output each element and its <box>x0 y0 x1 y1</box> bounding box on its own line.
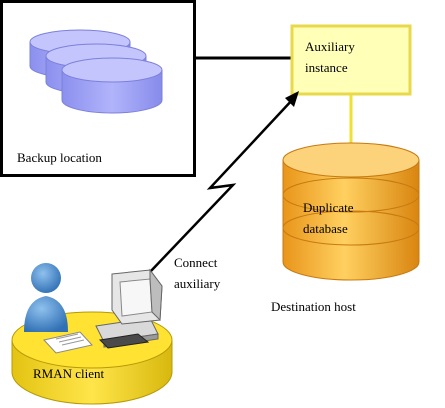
user-icon <box>24 263 68 332</box>
connect-auxiliary-label-line1: Connect <box>174 255 218 270</box>
connect-auxiliary-label-line2: auxiliary <box>174 276 221 291</box>
duplicate-database-label-line2: database <box>303 221 348 236</box>
auxiliary-instance-label-line2: instance <box>305 60 348 75</box>
document-icon <box>43 331 93 354</box>
database-cylinder-icon <box>282 142 420 281</box>
rman-client-label: RMAN client <box>33 366 105 381</box>
auxiliary-instance-box <box>290 24 412 96</box>
lightning-connection-icon <box>149 91 299 273</box>
backup-location-label: Backup location <box>17 150 102 165</box>
computer-icon <box>95 268 163 349</box>
destination-host-label: Destination host <box>271 299 356 314</box>
database-stack-icon <box>29 29 163 114</box>
auxiliary-instance-label-line1: Auxiliary <box>305 39 355 54</box>
duplicate-database-label-line1: Duplicate <box>303 200 354 215</box>
